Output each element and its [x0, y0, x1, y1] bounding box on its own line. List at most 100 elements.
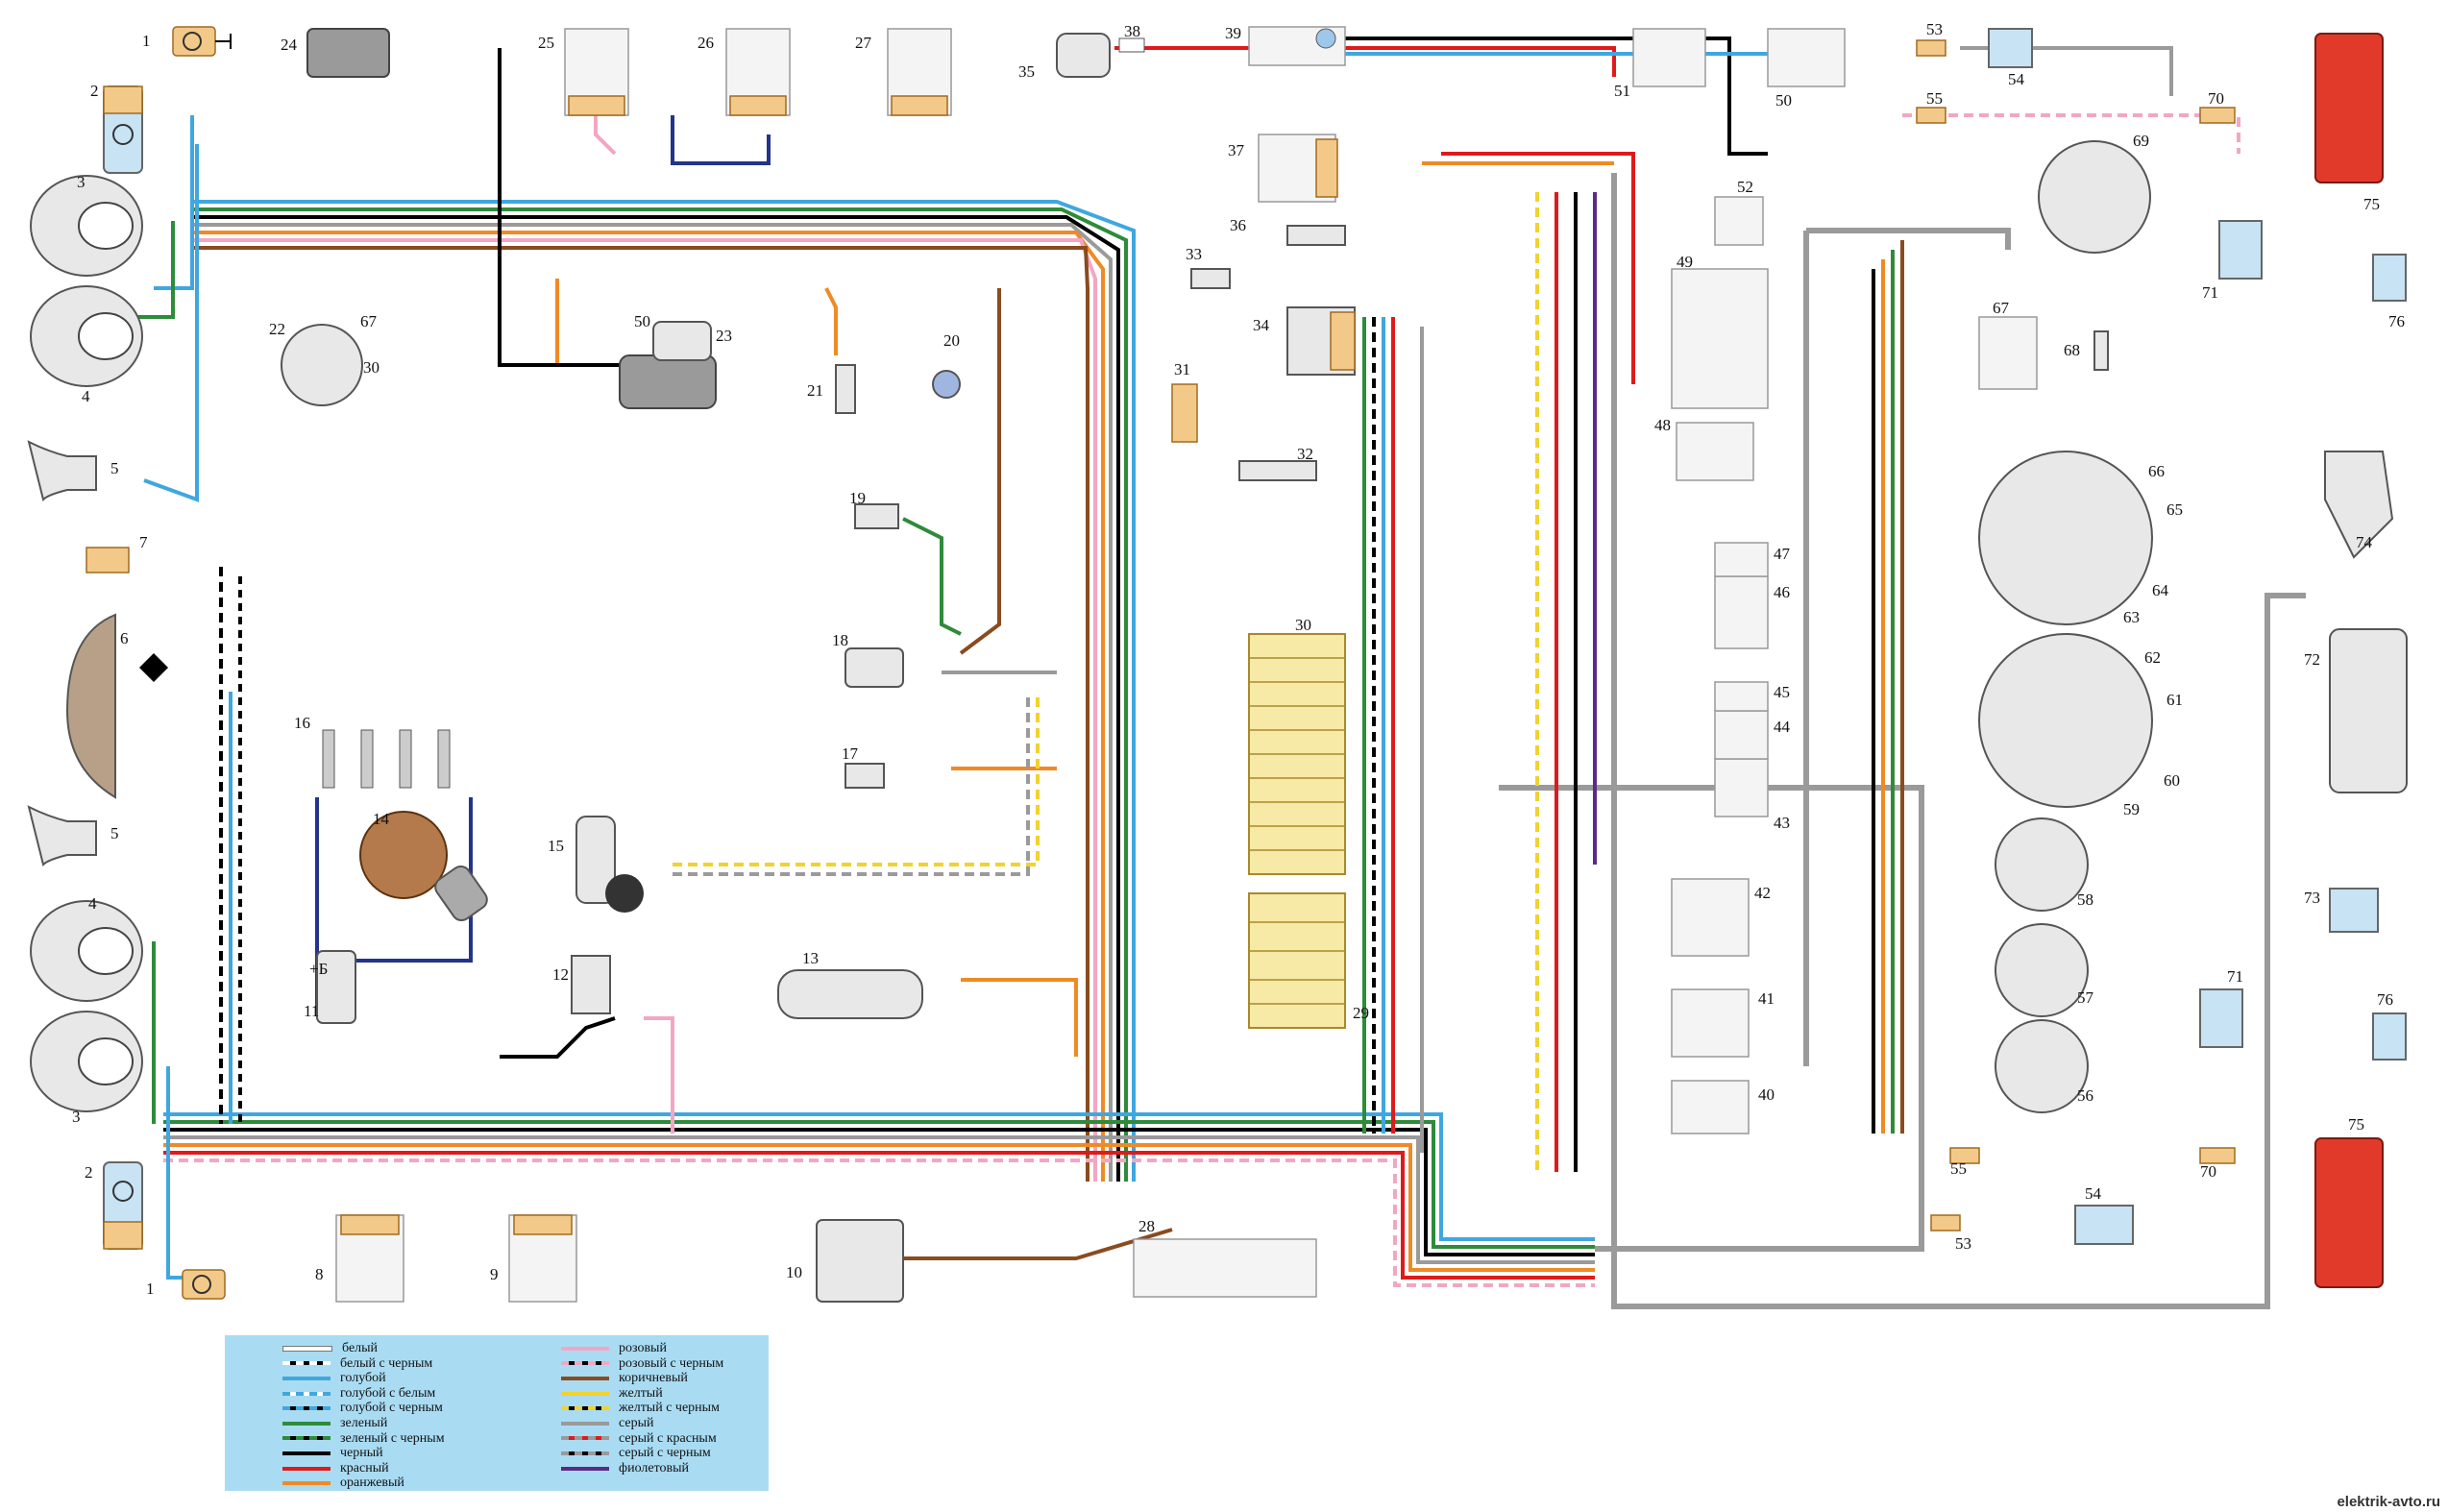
component-52: 52: [1714, 178, 1764, 246]
component-64: 64: [2152, 581, 2169, 599]
component-54-bottom: 54: [2074, 1184, 2134, 1245]
label-54-bottom: 54: [2085, 1184, 2102, 1203]
component-35: 35: [1018, 33, 1111, 81]
legend-entry: зеленый: [282, 1416, 387, 1430]
wire-harness: [125, 37, 2306, 1309]
component-71-top: 71: [2202, 220, 2263, 302]
component-1-top: 1: [142, 26, 232, 57]
label-14: 14: [373, 810, 390, 828]
component-40: 40: [1671, 1080, 1775, 1134]
component-2-bottom: 2: [85, 1161, 143, 1250]
component-74: 74: [2324, 451, 2394, 559]
label-24: 24: [281, 36, 298, 54]
component-43: 43: [1714, 758, 1790, 832]
legend-label: красный: [340, 1460, 389, 1475]
component-34: 34: [1253, 306, 1356, 376]
legend-swatch: [561, 1376, 609, 1380]
terminal-label-30: 30: [363, 358, 379, 377]
label-72: 72: [2304, 650, 2320, 669]
legend-label: желтый с черным: [619, 1401, 720, 1416]
label-36: 36: [1230, 216, 1246, 234]
component-32: 32: [1238, 445, 1317, 481]
label-1-bottom: 1: [146, 1280, 155, 1298]
legend-entry: желтый с черным: [561, 1401, 720, 1415]
component-68: 68: [2064, 330, 2109, 371]
label-74: 74: [2356, 533, 2373, 551]
label-70-bottom: 70: [2200, 1162, 2216, 1181]
component-51: 51: [1614, 28, 1706, 100]
label-3-bottom: 3: [72, 1108, 81, 1126]
label-6: 6: [120, 629, 129, 647]
component-19: 19: [849, 489, 899, 529]
label-71-bottom: 71: [2227, 967, 2243, 986]
component-37: 37: [1228, 134, 1338, 203]
legend-swatch: [561, 1451, 609, 1455]
legend-entry: фиолетовый: [561, 1461, 689, 1475]
legend-entry: серый с красным: [561, 1431, 717, 1446]
legend-swatch: [282, 1391, 330, 1396]
label-22: 22: [269, 320, 285, 338]
component-73: 73: [2304, 888, 2379, 933]
label-47: 47: [1774, 545, 1791, 563]
label-53-top: 53: [1926, 20, 1943, 38]
label-49: 49: [1677, 253, 1693, 271]
component-63: 63: [1978, 451, 2153, 626]
component-75-bottom: 75: [2314, 1115, 2384, 1288]
label-58: 58: [2077, 890, 2093, 909]
label-46: 46: [1774, 583, 1790, 601]
label-51: 51: [1614, 82, 1630, 100]
label-4-top: 4: [82, 387, 90, 405]
legend-entry: серый с черным: [561, 1446, 711, 1460]
label-73: 73: [2304, 889, 2320, 907]
label-67: 67: [1993, 299, 2010, 317]
component-29: 29: [1248, 892, 1369, 1029]
legend-label: голубой с черным: [340, 1401, 443, 1416]
component-41: 41: [1671, 988, 1775, 1058]
component-53-top: 53: [1916, 20, 1946, 57]
label-48: 48: [1654, 416, 1671, 434]
legend-swatch: [561, 1391, 609, 1396]
component-71-bottom: 71: [2199, 967, 2243, 1048]
component-5-bottom: 5: [27, 805, 119, 866]
legend-swatch: [282, 1436, 330, 1441]
label-5-bottom: 5: [110, 824, 119, 842]
label-55-bottom: 55: [1950, 1159, 1967, 1178]
label-21: 21: [807, 381, 823, 400]
component-2-top: 2: [90, 82, 143, 174]
label-17: 17: [842, 744, 859, 763]
component-67: 67: [1978, 299, 2038, 390]
component-62: 62: [2144, 648, 2161, 667]
label-32: 32: [1297, 445, 1313, 463]
label-5-top: 5: [110, 459, 119, 477]
label-10: 10: [786, 1263, 802, 1281]
label-66: 66: [2148, 462, 2165, 480]
label-9: 9: [490, 1265, 499, 1283]
label-29: 29: [1353, 1004, 1369, 1022]
component-61: 61: [2166, 691, 2183, 709]
component-50: 50: [1767, 28, 1846, 110]
label-60: 60: [2164, 771, 2180, 790]
component-25: 25: [538, 28, 629, 116]
component-16: 16: [294, 714, 451, 789]
component-33: 33: [1186, 245, 1231, 289]
legend-swatch: [282, 1481, 330, 1486]
terminal-label-plus-b: +Б: [309, 960, 328, 978]
component-57: 57: [1995, 923, 2094, 1017]
component-27: 27: [855, 28, 952, 116]
component-23: 23 50: [619, 312, 732, 409]
component-21: 21: [807, 364, 856, 414]
legend-swatch: [282, 1421, 330, 1426]
label-44: 44: [1774, 718, 1791, 736]
front-lower-bundle: [163, 1112, 1595, 1287]
label-57: 57: [2077, 988, 2094, 1007]
label-34: 34: [1253, 316, 1270, 334]
label-2-top: 2: [90, 82, 99, 100]
component-46: 46: [1714, 575, 1790, 649]
label-69: 69: [2133, 132, 2149, 150]
legend-entry: красный: [282, 1461, 389, 1475]
label-59: 59: [2123, 800, 2140, 818]
label-43: 43: [1774, 814, 1790, 832]
legend-swatch: [282, 1345, 332, 1352]
label-45: 45: [1774, 683, 1790, 701]
